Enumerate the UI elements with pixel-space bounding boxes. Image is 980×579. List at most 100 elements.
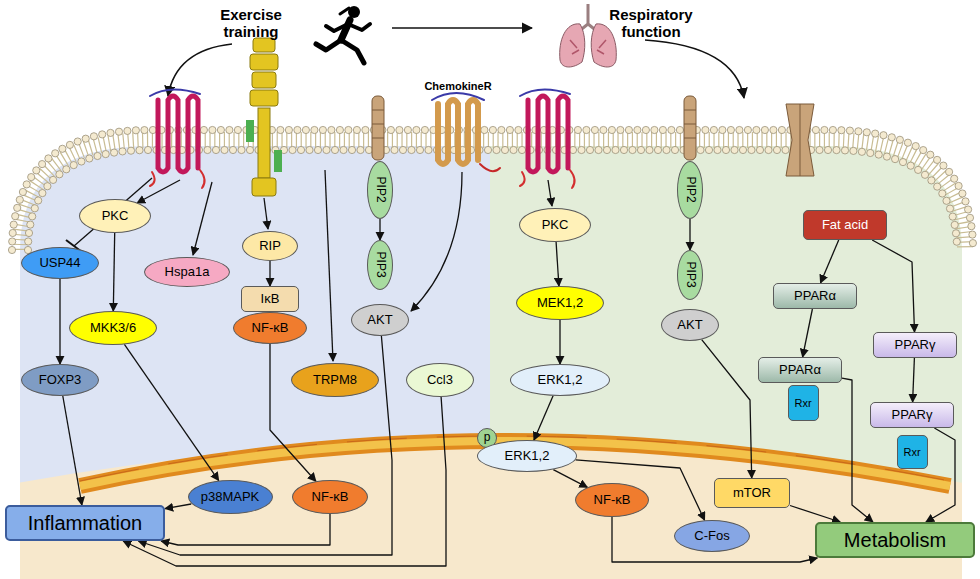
lipid-head: [953, 238, 960, 245]
lipid-head: [943, 197, 950, 204]
lipid-head: [319, 126, 326, 133]
lipid-head: [949, 213, 956, 220]
lipid-head: [421, 126, 428, 133]
signal-connector: [123, 397, 446, 566]
lipid-head: [44, 183, 51, 190]
lipid-head: [149, 126, 156, 133]
molecule-ellipse: AKT: [351, 304, 409, 336]
lipid-head: [416, 146, 423, 153]
lipid-head: [9, 229, 16, 236]
lipid-head: [907, 162, 914, 169]
lipid-head: [951, 221, 958, 228]
lipid-head: [710, 126, 717, 133]
lipid-head: [399, 146, 406, 153]
signal-connector: [553, 470, 587, 488]
lipid-head: [297, 146, 304, 153]
lipid-head: [510, 146, 517, 153]
lipid-head: [863, 129, 870, 136]
molecule-ellipse: NF-κB: [575, 483, 649, 517]
molecule-ellipse: NF-κB: [233, 312, 307, 344]
lipid-head: [285, 126, 292, 133]
lipid-head: [676, 126, 683, 133]
lipid-head: [899, 159, 906, 166]
node-text: MEK1,2: [537, 296, 583, 310]
lipid-head: [404, 126, 411, 133]
lipid-head: [124, 127, 131, 134]
node-text: NF-κB: [312, 490, 349, 504]
lipid-head: [56, 171, 63, 178]
lipid-head: [50, 176, 57, 183]
lipid-head: [883, 153, 890, 160]
signal-connector: [270, 344, 316, 481]
lipid-head: [10, 221, 17, 228]
lipid-head: [246, 146, 253, 153]
lipid-head: [115, 128, 122, 135]
runner-icon: [316, 6, 370, 63]
lipid-head: [659, 126, 666, 133]
lipid-head: [74, 138, 81, 145]
lipid-head: [756, 146, 763, 153]
lipid-head: [651, 126, 658, 133]
node-text: USP44: [39, 256, 80, 270]
node-text: NF-κB: [252, 321, 289, 335]
signal-arrow: [548, 180, 552, 206]
lipid-head: [28, 174, 35, 181]
lipid-head: [413, 126, 420, 133]
lipid-head: [968, 223, 975, 230]
lipid-head: [858, 148, 865, 155]
lipid-ellipse: PIP3: [677, 250, 703, 300]
lipid-head: [773, 146, 780, 153]
signal-connector: [165, 504, 191, 509]
outcome-box: Inflammation: [5, 505, 165, 541]
lipid-head: [212, 146, 219, 153]
lipid-head: [625, 126, 632, 133]
lipid-head: [927, 151, 934, 158]
node-text: MKK3/6: [90, 321, 136, 335]
lipid-head: [697, 146, 704, 153]
outcome-box: Metabolism: [815, 522, 975, 558]
lipid-head: [221, 146, 228, 153]
lipid-head: [362, 126, 369, 133]
lipid-head: [705, 146, 712, 153]
ion-channel: [786, 104, 814, 176]
lipid-head: [408, 146, 415, 153]
node-text: RIP: [259, 239, 281, 253]
lipid-head: [23, 181, 30, 188]
lipid-head: [867, 149, 874, 156]
molecule-ellipse: ERK1,2: [477, 440, 577, 472]
node-text: PPARγ: [892, 408, 933, 422]
signal-connector: [790, 506, 840, 523]
lipid-head: [506, 126, 513, 133]
lipid-head: [896, 136, 903, 143]
lipid-head: [875, 151, 882, 158]
lipid-head: [629, 146, 636, 153]
node-text: PPARα: [794, 289, 836, 303]
molecule-box: PPARγ: [873, 332, 957, 358]
molecule-ellipse: PKC: [519, 208, 591, 242]
lipid-head: [846, 127, 853, 134]
lipid-head: [574, 126, 581, 133]
exercise-arrow: [168, 44, 232, 96]
lipid-head: [816, 146, 823, 153]
lipid-head: [82, 135, 89, 142]
signal-connector: [113, 233, 114, 311]
lipid-head: [969, 231, 976, 238]
molecule-ellipse: C-Fos: [674, 520, 750, 552]
lipid-head: [99, 131, 106, 138]
lipid-head: [904, 139, 911, 146]
signal-arrow: [193, 182, 212, 255]
lipid-head: [78, 158, 85, 165]
lipid-head: [8, 246, 15, 253]
node-text: Metabolism: [844, 529, 946, 551]
lipid-head: [920, 147, 927, 154]
lipid-head: [39, 161, 46, 168]
signal-connector: [379, 219, 380, 240]
lipid-head: [634, 126, 641, 133]
lipid-head: [217, 126, 224, 133]
lipid-head: [765, 146, 772, 153]
lipid-head: [66, 141, 73, 148]
signal-connector: [559, 320, 560, 364]
lipid-head: [702, 126, 709, 133]
node-text: AKT: [367, 313, 392, 327]
lipid-head: [608, 126, 615, 133]
